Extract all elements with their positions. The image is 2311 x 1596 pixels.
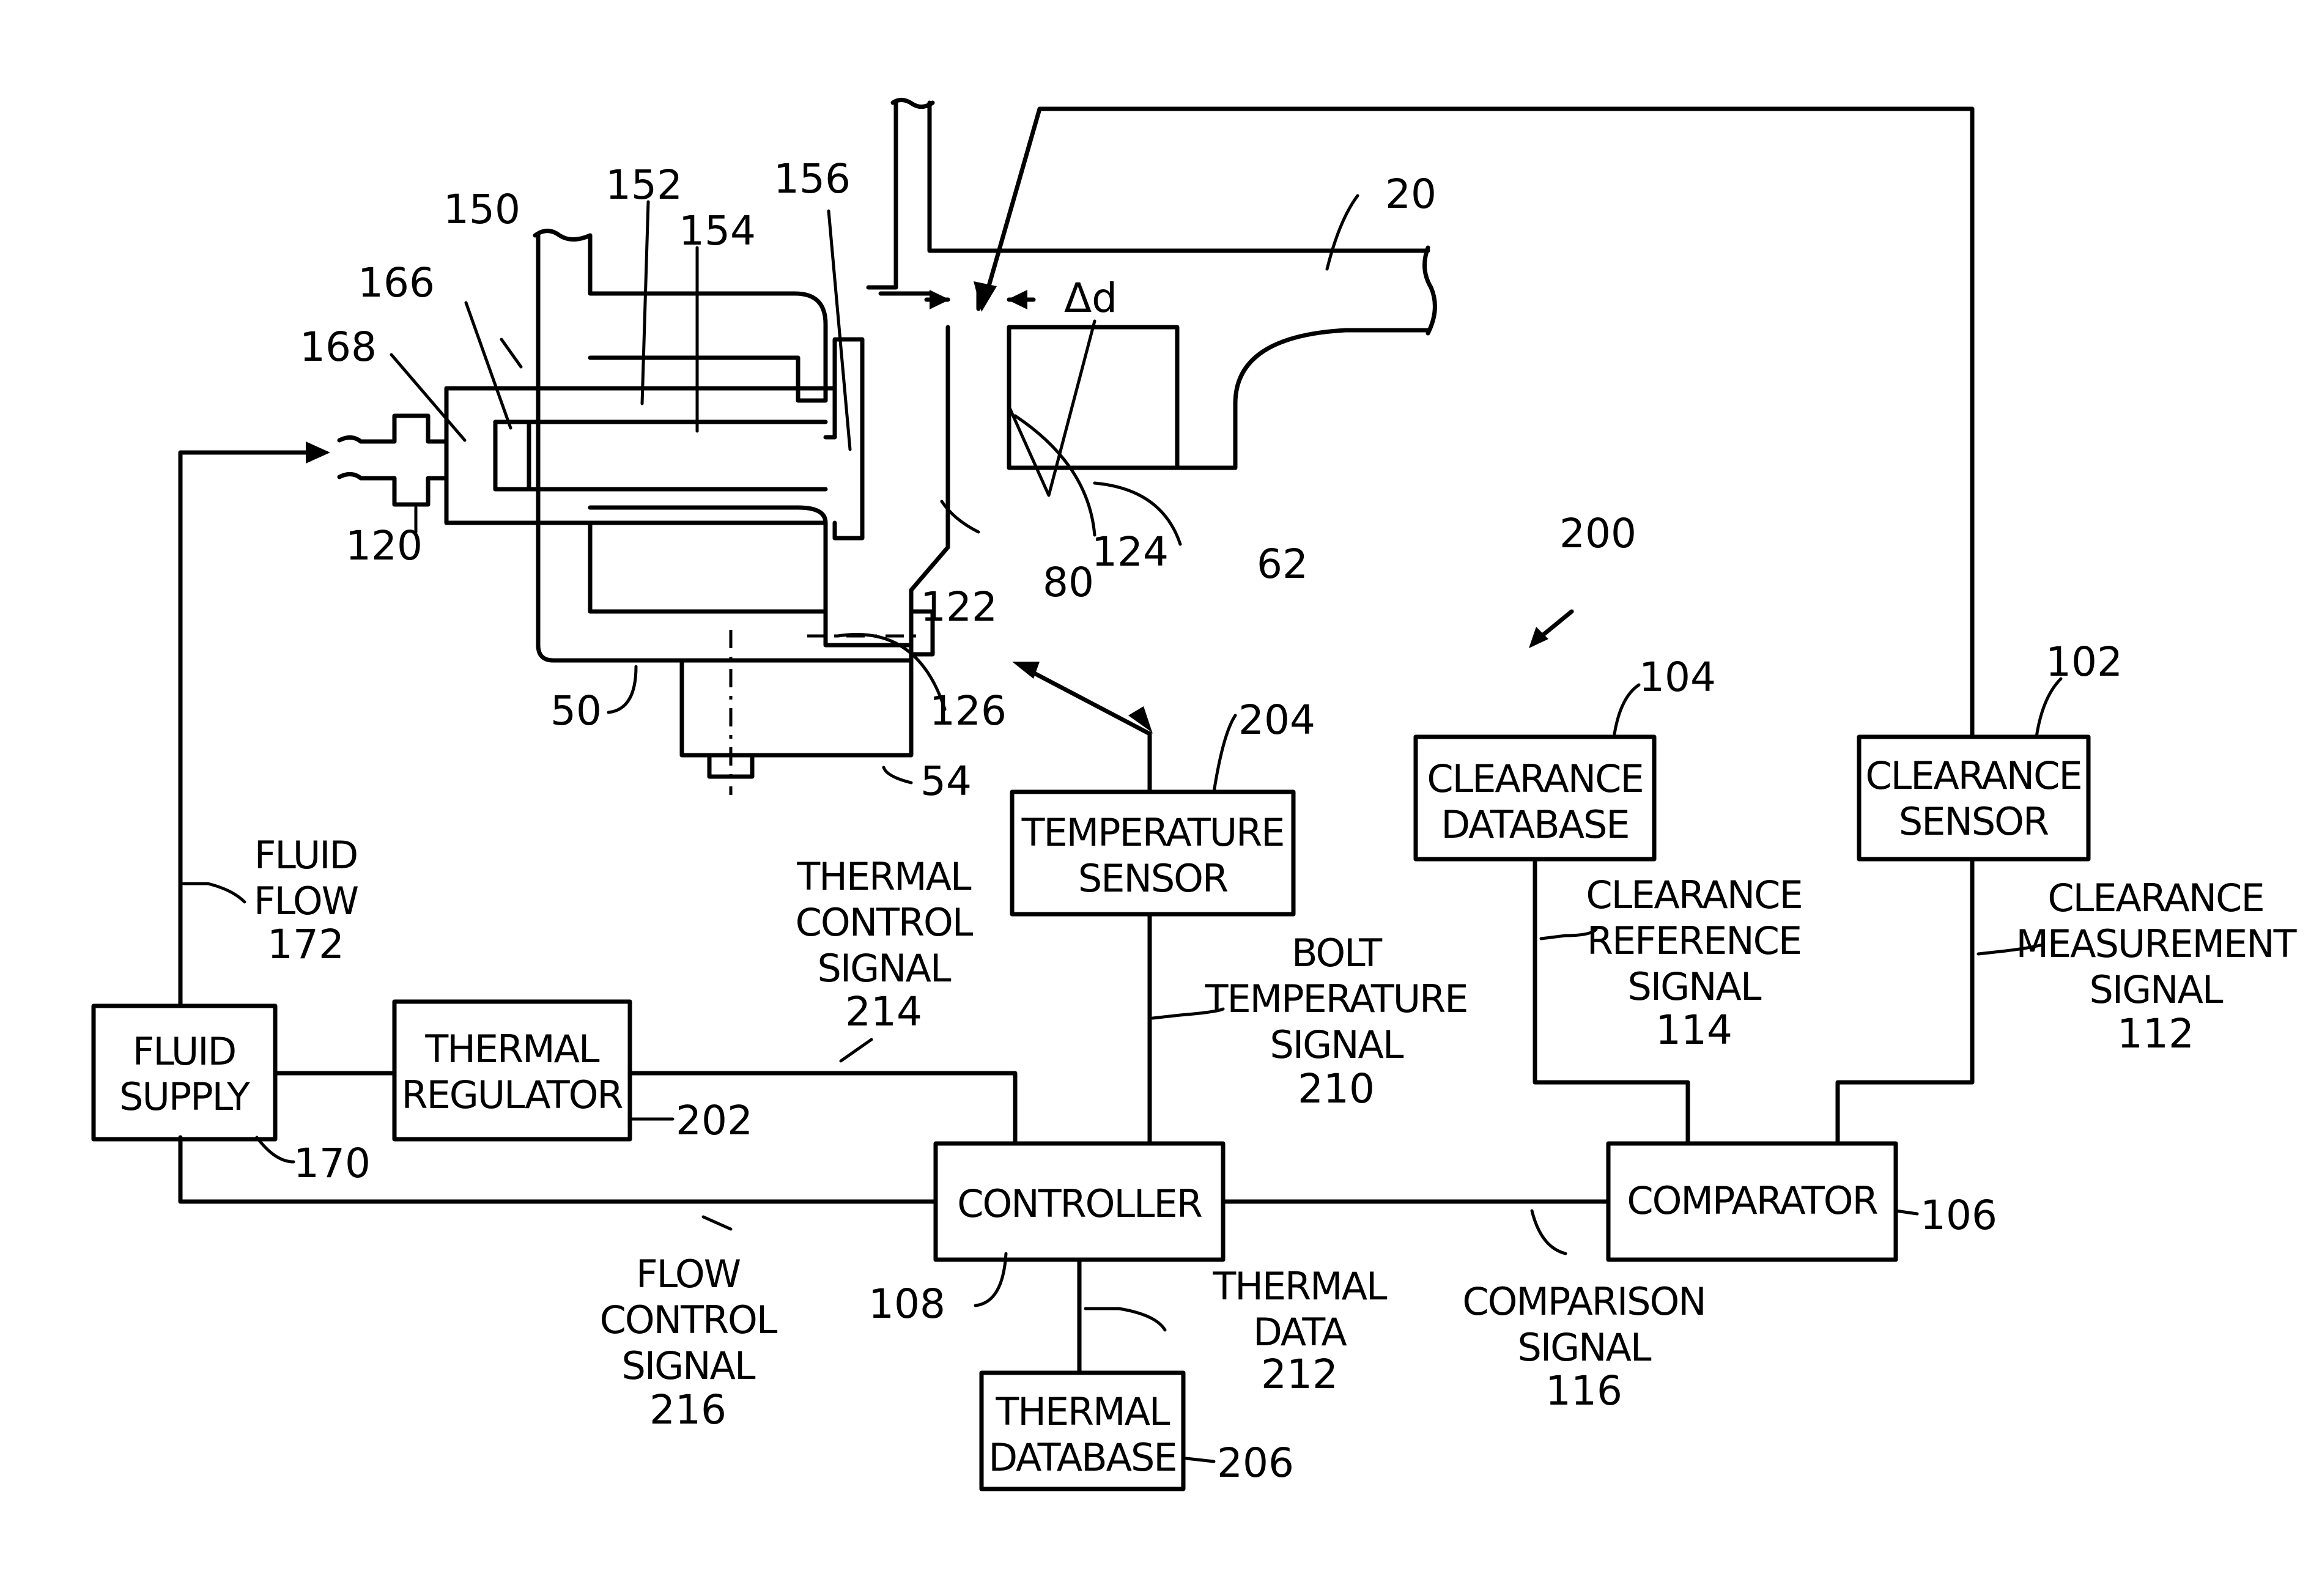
svg-text:114: 114 — [1655, 1007, 1732, 1054]
ref-170: 170 — [294, 1140, 371, 1187]
ref-delta-d: Δd — [1064, 275, 1117, 322]
svg-text:CLEARANCE: CLEARANCE — [2047, 876, 2263, 920]
svg-text:112: 112 — [2117, 1010, 2194, 1057]
svg-text:CONTROL: CONTROL — [600, 1298, 778, 1342]
thermal-database-box: THERMAL DATABASE — [982, 1373, 1183, 1489]
svg-text:214: 214 — [845, 988, 922, 1035]
thermal-database-line1: THERMAL — [995, 1389, 1170, 1434]
clearance-database-line2: DATABASE — [1441, 802, 1629, 847]
ref-204: 204 — [1238, 696, 1315, 744]
svg-text:REFERENCE: REFERENCE — [1587, 918, 1801, 963]
clearance-sensor-box: CLEARANCE SENSOR — [1859, 737, 2088, 859]
ref-20: 20 — [1385, 171, 1437, 218]
casing-flange-20 — [868, 103, 1428, 468]
comparator-label: COMPARATOR — [1627, 1178, 1877, 1223]
ref-62: 62 — [1257, 541, 1308, 588]
ref-166: 166 — [358, 259, 435, 306]
ref-124: 124 — [1092, 528, 1169, 575]
svg-text:BOLT: BOLT — [1292, 931, 1383, 975]
ref-152: 152 — [605, 161, 682, 209]
ref-168: 168 — [300, 323, 377, 371]
thermal-regulator-box: THERMAL REGULATOR — [394, 1002, 630, 1139]
inlet-fitting-120 — [339, 416, 446, 504]
bolt-temperature-signal-caption: BOLT TEMPERATURE SIGNAL 210 — [1205, 931, 1468, 1112]
clearance-measurement-signal-caption: CLEARANCE MEASUREMENT SIGNAL 112 — [2016, 876, 2298, 1057]
ref-202: 202 — [676, 1097, 753, 1144]
temperature-sensor-line1: TEMPERATURE — [1021, 810, 1284, 855]
ref-154: 154 — [679, 207, 756, 254]
comparison-signal-caption: COMPARISON SIGNAL 116 — [1462, 1279, 1705, 1414]
ref-108: 108 — [868, 1280, 945, 1328]
casing-break-right — [1425, 248, 1435, 333]
thermal-data-caption: THERMAL DATA 212 — [1212, 1264, 1388, 1398]
ref-126: 126 — [930, 687, 1007, 734]
ref-80: 80 — [1043, 559, 1094, 606]
svg-text:210: 210 — [1298, 1065, 1375, 1112]
thermal-regulator-line1: THERMAL — [424, 1027, 600, 1071]
sensor-signal-line-top — [986, 109, 1972, 737]
svg-text:DATA: DATA — [1253, 1310, 1347, 1354]
svg-text:FLOW: FLOW — [636, 1252, 741, 1296]
svg-text:216: 216 — [649, 1386, 727, 1433]
thermal-database-line2: DATABASE — [988, 1435, 1176, 1480]
thermal-control-signal-caption: THERMAL CONTROL SIGNAL 214 — [796, 854, 974, 1035]
svg-text:THERMAL: THERMAL — [796, 854, 972, 899]
ref-156: 156 — [774, 155, 851, 202]
svg-text:212: 212 — [1261, 1351, 1338, 1398]
ref-104: 104 — [1639, 654, 1716, 701]
svg-text:THERMAL: THERMAL — [1212, 1264, 1388, 1309]
svg-text:SIGNAL: SIGNAL — [2089, 967, 2223, 1012]
svg-text:FLOW: FLOW — [254, 879, 358, 923]
svg-text:SIGNAL: SIGNAL — [1270, 1022, 1403, 1067]
svg-text:172: 172 — [267, 921, 344, 968]
clearance-reference-signal-caption: CLEARANCE REFERENCE SIGNAL 114 — [1586, 873, 1802, 1054]
bracket-break — [535, 231, 590, 240]
svg-text:SIGNAL: SIGNAL — [817, 946, 951, 991]
clearance-database-box: CLEARANCE DATABASE — [1416, 737, 1654, 859]
ref-50: 50 — [550, 687, 602, 734]
clearance-sensor-line1: CLEARANCE — [1865, 753, 2081, 798]
temperature-sensor-line2: SENSOR — [1078, 856, 1228, 901]
fluid-supply-line2: SUPPLY — [119, 1074, 250, 1119]
comparator-box: COMPARATOR — [1608, 1143, 1896, 1260]
svg-text:COMPARISON: COMPARISON — [1462, 1279, 1705, 1324]
clearance-sensor-line2: SENSOR — [1899, 799, 2049, 844]
fluid-flow-caption: FLUID FLOW 172 — [254, 833, 358, 968]
ref-54: 54 — [920, 758, 972, 805]
svg-text:116: 116 — [1545, 1367, 1622, 1414]
thermal-regulator-line2: REGULATOR — [402, 1073, 623, 1117]
ref-150: 150 — [443, 186, 520, 233]
clearance-database-line1: CLEARANCE — [1427, 756, 1643, 801]
temperature-sensor-box: TEMPERATURE SENSOR — [1012, 792, 1293, 914]
svg-text:MEASUREMENT: MEASUREMENT — [2016, 922, 2298, 966]
actuator-plunger-166 — [495, 422, 529, 489]
ref-120: 120 — [346, 522, 423, 569]
svg-text:CONTROL: CONTROL — [796, 900, 974, 945]
casing-break-top — [893, 100, 933, 106]
controller-box: CONTROLLER — [936, 1143, 1223, 1260]
flow-control-signal-caption: FLOW CONTROL SIGNAL 216 — [600, 1252, 778, 1433]
fluid-supply-line1: FLUID — [133, 1029, 236, 1074]
ref-200: 200 — [1559, 510, 1636, 557]
fluid-supply-box: FLUID SUPPLY — [94, 1006, 275, 1139]
svg-text:SIGNAL: SIGNAL — [621, 1343, 755, 1388]
ref-102: 102 — [2046, 638, 2123, 685]
ref-106: 106 — [1920, 1192, 1997, 1239]
bracket-50 — [538, 235, 911, 755]
svg-text:SIGNAL: SIGNAL — [1627, 964, 1761, 1009]
ref-206: 206 — [1217, 1439, 1294, 1487]
ref-122: 122 — [920, 583, 997, 630]
svg-text:CLEARANCE: CLEARANCE — [1586, 873, 1802, 917]
controller-label: CONTROLLER — [957, 1181, 1202, 1226]
svg-text:SIGNAL: SIGNAL — [1517, 1325, 1651, 1370]
svg-text:FLUID: FLUID — [254, 833, 358, 877]
svg-text:TEMPERATURE: TEMPERATURE — [1205, 977, 1468, 1021]
